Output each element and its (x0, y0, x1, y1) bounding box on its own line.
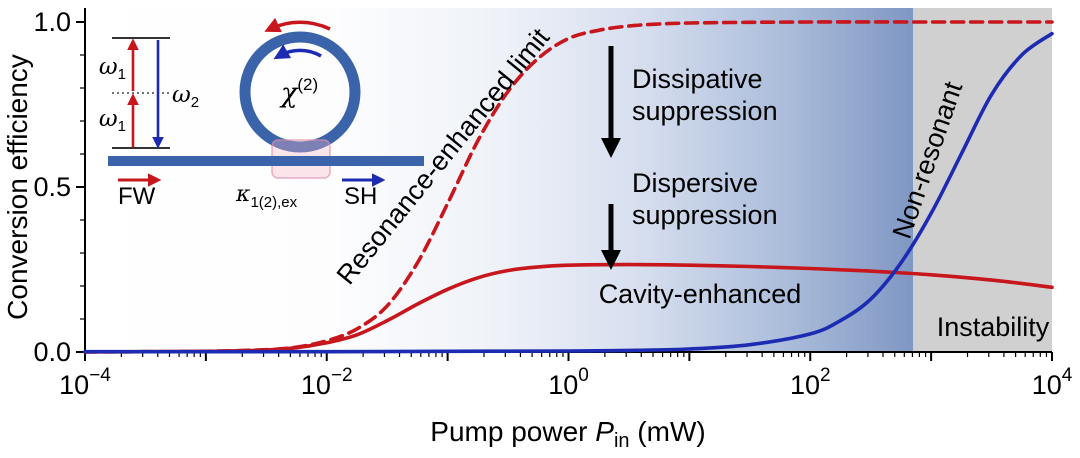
instability-label: Instability (937, 312, 1050, 342)
microring-resonator (239, 31, 361, 153)
x-tick-label: 102 (790, 365, 831, 400)
x-tick-label: 10−4 (59, 365, 111, 400)
curve-non-resonant (83, 31, 1054, 354)
cavity-gradient-region (85, 8, 913, 352)
cavity-enhanced-label: Cavity-enhanced (599, 279, 802, 309)
ring-circulation-arrow-blue (273, 44, 322, 60)
y-axis-title: Conversion efficiency (2, 54, 33, 320)
y-tick-label: 1.0 (33, 7, 71, 37)
dissipative-label-line2: suppression (632, 96, 778, 126)
dissipative-label-line1: Dissipative (632, 64, 763, 94)
fw-label: FW (118, 183, 156, 210)
omega1-upper-label: ω1 (99, 54, 126, 83)
dispersive-label-line1: Dispersive (632, 168, 758, 198)
chi2-label: χ(2) (279, 75, 318, 109)
curves-layer (83, 20, 1054, 354)
x-tick-label: 100 (548, 365, 589, 400)
sh-label: SH (344, 183, 377, 210)
x-tick-label: 10−2 (301, 365, 353, 400)
y-tick-label: 0.0 (33, 337, 71, 367)
kappa-coupling-label: κ1(2),ex (235, 182, 298, 211)
dispersive-label-line2: suppression (632, 200, 778, 230)
omega2-label: ω2 (172, 82, 199, 111)
x-tick-label: 104 (1032, 365, 1073, 400)
y-tick-label: 0.5 (33, 172, 71, 202)
instability-region (913, 8, 1052, 352)
ring-circulation-arrow-red (264, 17, 331, 33)
curve-cavity-enhanced (83, 262, 1054, 354)
axis-ticks: 10−4 10−2 100 102 104 0.0 0.5 1.0 (33, 7, 1072, 400)
omega1-lower-label: ω1 (99, 106, 126, 135)
x-axis-title: Pump power Pin (mW) (430, 416, 705, 452)
inset-diagram: ω1 ω1 ω2 χ(2) FW SH κ1(2),ex (99, 17, 424, 211)
